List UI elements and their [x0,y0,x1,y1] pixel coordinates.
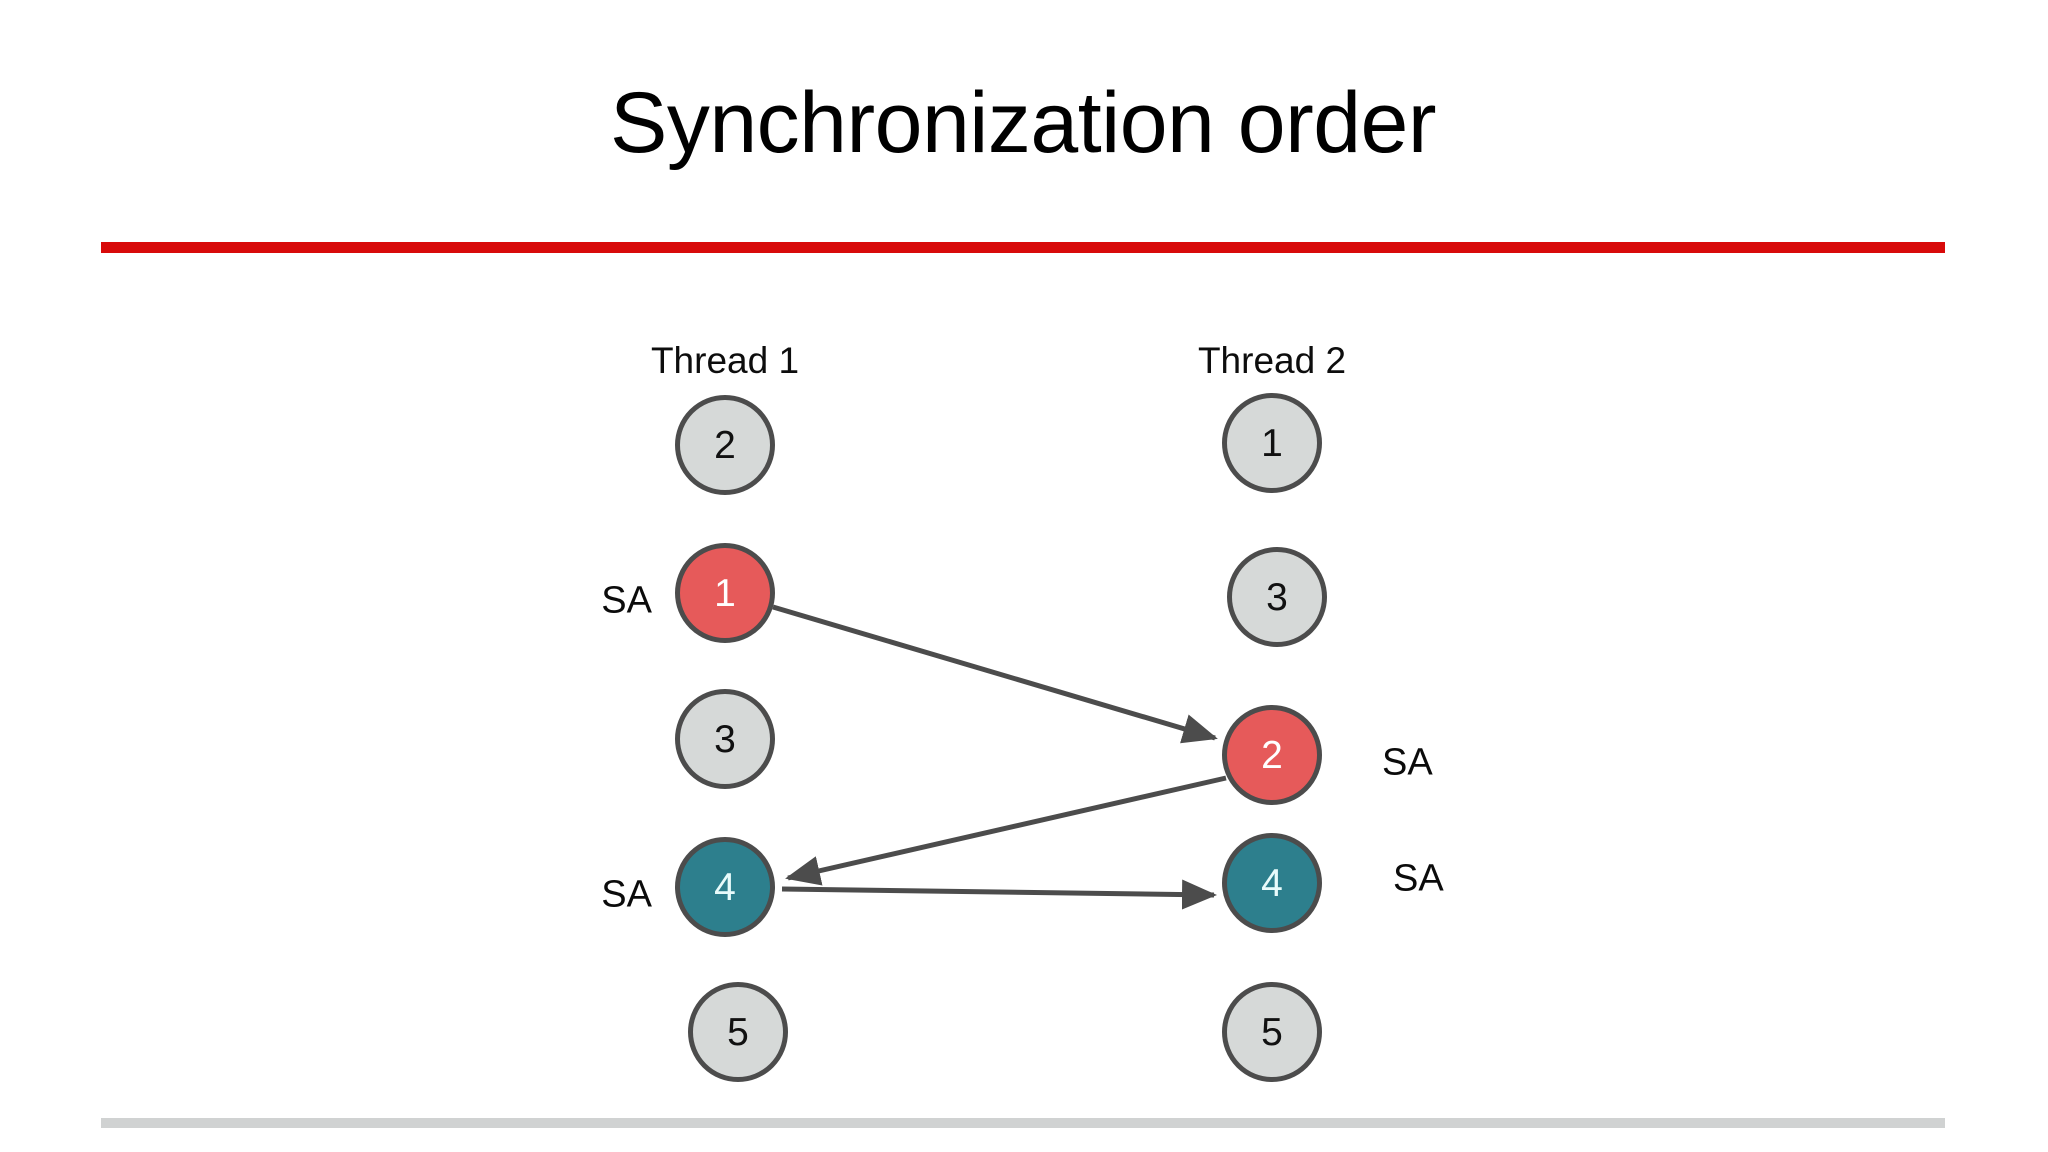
sa-label-t1-3: SA [601,873,652,916]
node-label: 4 [1261,861,1283,905]
node-t2-3[interactable]: 4 [1222,833,1322,933]
node-t1-1[interactable]: 1 [675,543,775,643]
node-label: 5 [1261,1010,1283,1054]
edge-t1-4-to-t2-4 [781,879,1217,910]
footer-divider-rule [101,1118,1945,1128]
node-label: 2 [1261,733,1283,777]
column-header-thread-1: Thread 1 [650,340,800,381]
node-label: 1 [1261,421,1283,465]
node-t2-1[interactable]: 3 [1227,547,1327,647]
node-t1-4[interactable]: 5 [688,982,788,1082]
sa-label-t2-3: SA [1393,857,1444,900]
edge-t1-1-to-t2-2 [772,604,1218,744]
node-t2-4[interactable]: 5 [1222,982,1322,1082]
node-label: 5 [727,1010,749,1054]
node-label: 4 [714,865,736,909]
node-label: 3 [1266,575,1288,619]
node-t1-0[interactable]: 2 [675,395,775,495]
column-header-thread-2: Thread 2 [1197,340,1347,381]
node-t1-2[interactable]: 3 [675,689,775,789]
node-t2-0[interactable]: 1 [1222,393,1322,493]
page-title: Synchronization order [609,75,1437,171]
edge-t2-2-to-t1-4 [785,775,1227,886]
title-divider-rule [101,242,1945,253]
sa-label-t1-1: SA [601,579,652,622]
node-label: 2 [714,423,736,467]
node-label: 3 [714,717,736,761]
node-t2-2[interactable]: 2 [1222,705,1322,805]
node-t1-3[interactable]: 4 [675,837,775,937]
node-label: 1 [714,571,736,615]
sa-label-t2-2: SA [1382,741,1433,784]
